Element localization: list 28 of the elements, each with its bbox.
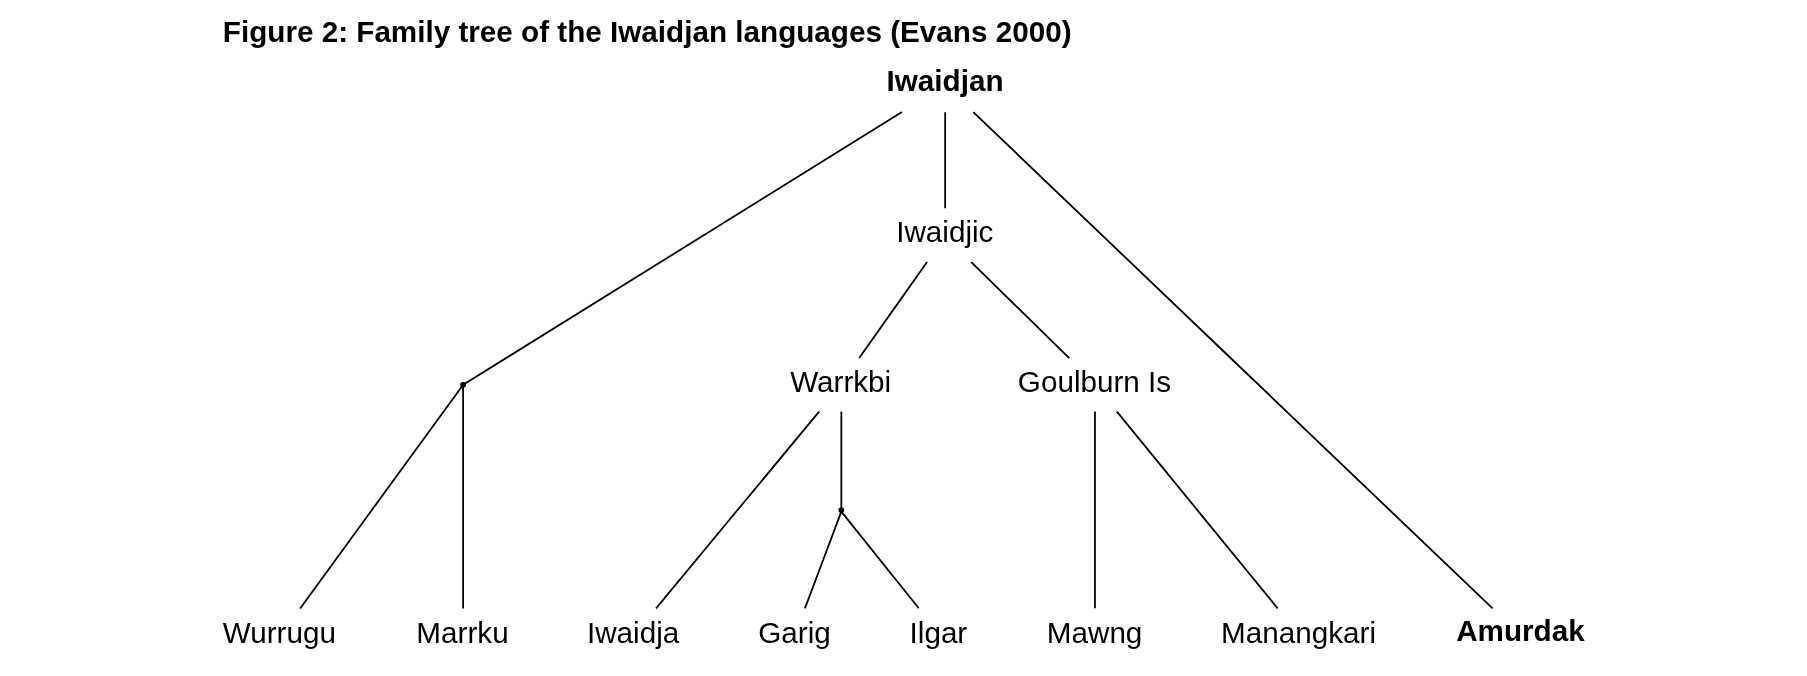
- node-text: Mawng: [1046, 615, 1142, 649]
- node-text: Marrku: [415, 615, 509, 649]
- connector: [654, 410, 820, 610]
- connector: [1115, 410, 1278, 610]
- node-text: Amurdak: [1455, 614, 1585, 648]
- node-text: Ilgar: [909, 615, 967, 649]
- diagram-title: Figure 2: Family tree of the Iwaidjan languages (Evans 2000): [222, 15, 1072, 49]
- node-text: Manangkari: [1220, 615, 1376, 649]
- connector: [840, 511, 920, 610]
- connector: [943, 111, 946, 210]
- node-point: [837, 507, 844, 513]
- connector: [463, 111, 903, 385]
- connector: [969, 261, 1070, 359]
- node-text: Iwaidja: [586, 615, 679, 649]
- connector: [971, 111, 1493, 610]
- node-text: Iwaidjan: [886, 64, 1004, 98]
- connector: [461, 386, 464, 610]
- node-text: Iwaidjic: [895, 215, 993, 249]
- node-text: Wurrugu: [222, 615, 336, 649]
- connector: [1093, 410, 1096, 610]
- connector: [803, 511, 842, 610]
- connector: [857, 261, 928, 359]
- connector: [839, 410, 842, 509]
- connector: [298, 386, 462, 610]
- node-text: Garig: [757, 615, 831, 649]
- node-text: Warrkbi: [789, 365, 891, 399]
- node-text: Goulburn Is: [1017, 365, 1171, 399]
- node-point: [459, 381, 466, 388]
